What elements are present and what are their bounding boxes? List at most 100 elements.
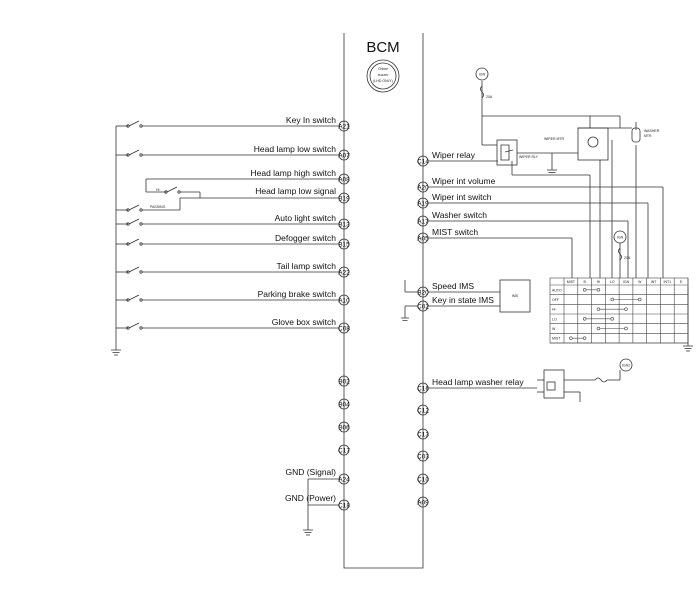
- bcm-title: BCM: [366, 39, 399, 56]
- table-col-header: W: [638, 280, 642, 284]
- svg-text:A08: A08: [338, 177, 350, 184]
- svg-text:IGN: IGN: [617, 236, 624, 240]
- pin-B15: B15: [338, 238, 350, 250]
- svg-text:A09: A09: [417, 500, 429, 507]
- table-row-label: HI: [552, 308, 556, 312]
- table-col-header: E: [680, 280, 683, 284]
- svg-text:B04: B04: [338, 402, 350, 409]
- pin-C03: C03: [417, 450, 429, 462]
- svg-text:C03: C03: [417, 454, 429, 461]
- label-parking-brake-switch: Parking brake switch: [258, 289, 337, 299]
- ign-connector-top: [475, 67, 489, 81]
- head-lamp-washer-relay-box: [543, 369, 565, 399]
- pin-B02: B02: [338, 375, 350, 387]
- svg-text:C12: C12: [417, 408, 429, 415]
- svg-text:A19: A19: [417, 201, 429, 208]
- label-glove-box-switch: Glove box switch: [272, 317, 337, 327]
- svg-text:A22: A22: [338, 270, 350, 277]
- pin-B06: B06: [338, 421, 350, 433]
- wiper-relay-box: [496, 139, 518, 166]
- chime-line-1: Chime: [378, 67, 388, 71]
- svg-text:C18: C18: [338, 503, 350, 510]
- label-head-lamp-high-switch: Head lamp high switch: [250, 168, 336, 178]
- pin-B19: B19: [338, 192, 350, 204]
- label-speed-ims: Speed IMS: [432, 281, 474, 291]
- hi-label: HI: [156, 188, 160, 192]
- svg-text:20A: 20A: [624, 256, 631, 260]
- svg-text:A10: A10: [338, 298, 350, 305]
- pin-B04: B04: [338, 398, 350, 410]
- pin-C17: C17: [338, 444, 350, 456]
- washer-motor: [631, 127, 641, 143]
- table-col-header: INT1: [664, 280, 672, 284]
- wiper-motor-box: [577, 127, 609, 161]
- svg-text:B13: B13: [338, 222, 350, 229]
- ims-box: [499, 279, 531, 313]
- label-head-lamp-washer-relay: Head lamp washer relay: [432, 377, 524, 387]
- pin-C08: C08: [338, 322, 350, 334]
- table-row-label: LO: [552, 317, 557, 321]
- label-gnd-power: GND (Power): [285, 493, 336, 503]
- svg-text:B19: B19: [338, 196, 350, 203]
- pin-C18: C18: [338, 499, 350, 511]
- table-row-label: MIST: [552, 337, 561, 341]
- pin-C12: C12: [417, 404, 429, 416]
- table-row-label: AUTO: [552, 288, 562, 292]
- bcm-module-outline: [343, 33, 424, 569]
- svg-text:A05: A05: [417, 236, 429, 243]
- label-key-in-state-ims: Key in state IMS: [432, 295, 494, 305]
- left-input-labels: Key In switch Head lamp low switch Head …: [250, 115, 336, 503]
- left-input-wiring: HI PASSING: [111, 120, 339, 356]
- label-wiper-int-switch: Wiper int switch: [432, 192, 492, 202]
- svg-text:C16: C16: [417, 386, 429, 393]
- label-washer-switch: Washer switch: [432, 210, 487, 220]
- label-wiper-relay: Wiper relay: [432, 150, 476, 160]
- label-key-in-switch: Key In switch: [286, 115, 336, 125]
- label-defogger-switch: Defogger switch: [275, 233, 336, 243]
- table-row-label: OFF: [552, 298, 559, 302]
- svg-text:A07: A07: [338, 153, 350, 160]
- gnd-wiring: [303, 478, 339, 536]
- label-auto-light-switch: Auto light switch: [275, 213, 337, 223]
- left-pins: A21 A07 A08 B19 B13 B15 A22 A10 C08 B02 …: [338, 120, 350, 511]
- ign-connector-lower: [613, 230, 627, 244]
- svg-text:B02: B02: [338, 379, 350, 386]
- table-col-header: LO: [610, 280, 615, 284]
- svg-text:C10: C10: [417, 477, 429, 484]
- svg-text:WIPER RLY: WIPER RLY: [519, 155, 539, 159]
- table-col-header: HI: [597, 280, 601, 284]
- pin-A10: A10: [338, 294, 350, 306]
- label-mist-switch: MIST switch: [432, 227, 478, 237]
- pin-A22: A22: [338, 266, 350, 278]
- svg-text:A21: A21: [338, 124, 350, 131]
- svg-text:A20: A20: [417, 185, 429, 192]
- label-head-lamp-low-signal: Head lamp low signal: [255, 186, 336, 196]
- label-tail-lamp-switch: Tail lamp switch: [276, 261, 336, 271]
- washer-motor-label-1: WASHER: [644, 129, 660, 133]
- table-row-label: W: [552, 327, 556, 331]
- chime-line-2: buzzer: [378, 73, 389, 77]
- svg-text:B06: B06: [338, 425, 350, 432]
- svg-text:C02: C02: [417, 304, 429, 311]
- svg-text:C13: C13: [417, 432, 429, 439]
- svg-text:C17: C17: [338, 448, 350, 455]
- label-gnd-signal: GND (Signal): [285, 467, 336, 477]
- svg-text:C14: C14: [417, 159, 429, 166]
- washer-motor-label-2: MTR: [644, 134, 652, 138]
- svg-text:IGN: IGN: [479, 73, 486, 77]
- right-output-labels: Wiper relay Wiper int volume Wiper int s…: [432, 150, 524, 387]
- ign2-connector: [619, 358, 633, 372]
- svg-text:A24: A24: [338, 477, 350, 484]
- svg-text:C08: C08: [338, 326, 350, 333]
- svg-text:B15: B15: [338, 242, 350, 249]
- table-col-header: MIST: [567, 280, 576, 284]
- label-wiper-int-volume: Wiper int volume: [432, 176, 496, 186]
- pin-A07: A07: [338, 149, 350, 161]
- pin-A08: A08: [338, 173, 350, 185]
- pin-C13: C13: [417, 428, 429, 440]
- svg-text:20A: 20A: [486, 95, 493, 99]
- pin-A09: A09: [417, 496, 429, 508]
